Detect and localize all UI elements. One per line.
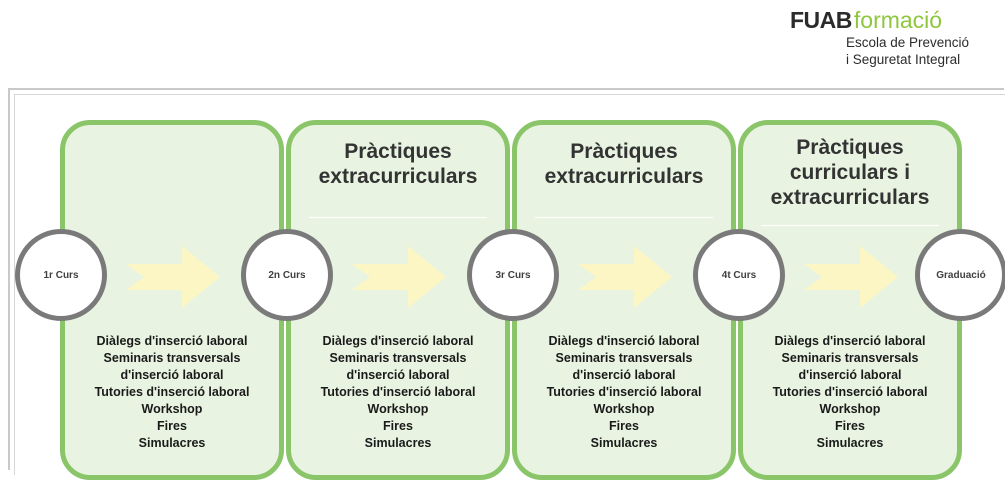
diagram-frame-inner bbox=[14, 94, 1005, 475]
activity-item: d'inserció laboral bbox=[120, 368, 224, 382]
activity-item: Simulacres bbox=[364, 436, 432, 450]
panel-title-line: extracurriculars bbox=[544, 165, 704, 188]
milestone-label: 3r Curs bbox=[495, 269, 531, 281]
brand-logo-light: formació bbox=[853, 7, 943, 33]
activity-item: Diàlegs d'inserció laboral bbox=[548, 334, 700, 348]
activity-item: Seminaris transversals bbox=[103, 351, 241, 365]
activity-item: d'inserció laboral bbox=[346, 368, 450, 382]
activity-item: Simulacres bbox=[138, 436, 206, 450]
brand-subtitle-line1: Escola de Prevenció bbox=[846, 35, 970, 50]
activity-item: Tutories d'inserció laboral bbox=[546, 385, 702, 399]
panel-title-line: Pràctiques bbox=[570, 140, 678, 163]
brand-logo-bold: FUAB bbox=[790, 7, 852, 33]
milestone-3r-curs: 3r Curs bbox=[467, 229, 559, 321]
activity-item: Workshop bbox=[141, 402, 203, 416]
arrow-right-icon bbox=[126, 246, 220, 308]
milestone-graduacio: Graduació bbox=[915, 229, 1005, 321]
panel-divider bbox=[309, 217, 487, 218]
arrow-right-icon bbox=[578, 246, 672, 308]
arrow-right-icon bbox=[352, 246, 446, 308]
activity-item: Tutories d'inserció laboral bbox=[320, 385, 476, 399]
arrow-right-icon bbox=[804, 246, 898, 308]
milestone-2n-curs: 2n Curs bbox=[241, 229, 333, 321]
activity-item: Workshop bbox=[593, 402, 655, 416]
panel-title-line: Pràctiques bbox=[796, 136, 904, 159]
milestone-1r-curs: 1r Curs bbox=[15, 229, 107, 321]
milestone-label: 2n Curs bbox=[268, 269, 306, 281]
brand-subtitle-line2: i Seguretat Integral bbox=[846, 52, 961, 67]
activity-item: Tutories d'inserció laboral bbox=[772, 385, 928, 399]
panel-divider bbox=[761, 225, 939, 226]
milestone-label: 1r Curs bbox=[43, 269, 79, 281]
activity-item: Seminaris transversals bbox=[329, 351, 467, 365]
panel-title-line: curriculars i bbox=[789, 161, 911, 184]
activity-item: Workshop bbox=[819, 402, 881, 416]
panel-title-line: extracurriculars bbox=[318, 165, 478, 188]
activity-item: d'inserció laboral bbox=[798, 368, 902, 382]
milestone-label: 4t Curs bbox=[721, 269, 757, 281]
activity-item: Seminaris transversals bbox=[555, 351, 693, 365]
activity-item: Fires bbox=[383, 419, 413, 433]
activity-item: Diàlegs d'inserció laboral bbox=[774, 334, 926, 348]
activity-item: Seminaris transversals bbox=[781, 351, 919, 365]
milestone-4t-curs: 4t Curs bbox=[693, 229, 785, 321]
activity-item: Simulacres bbox=[816, 436, 884, 450]
activity-item: Fires bbox=[157, 419, 187, 433]
activity-item: d'inserció laboral bbox=[572, 368, 676, 382]
activity-item: Simulacres bbox=[590, 436, 658, 450]
activity-item: Fires bbox=[609, 419, 639, 433]
brand-logo: FUABformació bbox=[790, 6, 1000, 34]
activity-item: Diàlegs d'inserció laboral bbox=[322, 334, 474, 348]
panel-title-line: Pràctiques bbox=[344, 140, 452, 163]
activity-item: Fires bbox=[835, 419, 865, 433]
milestone-label: Graduació bbox=[936, 269, 986, 281]
panel-divider bbox=[535, 217, 713, 218]
brand-block: FUABformació Escola de Prevenció i Segur… bbox=[790, 6, 1000, 68]
activity-item: Tutories d'inserció laboral bbox=[94, 385, 250, 399]
activity-item: Diàlegs d'inserció laboral bbox=[96, 334, 248, 348]
panel-title-line: extracurriculars bbox=[770, 186, 930, 209]
activity-item: Workshop bbox=[367, 402, 429, 416]
